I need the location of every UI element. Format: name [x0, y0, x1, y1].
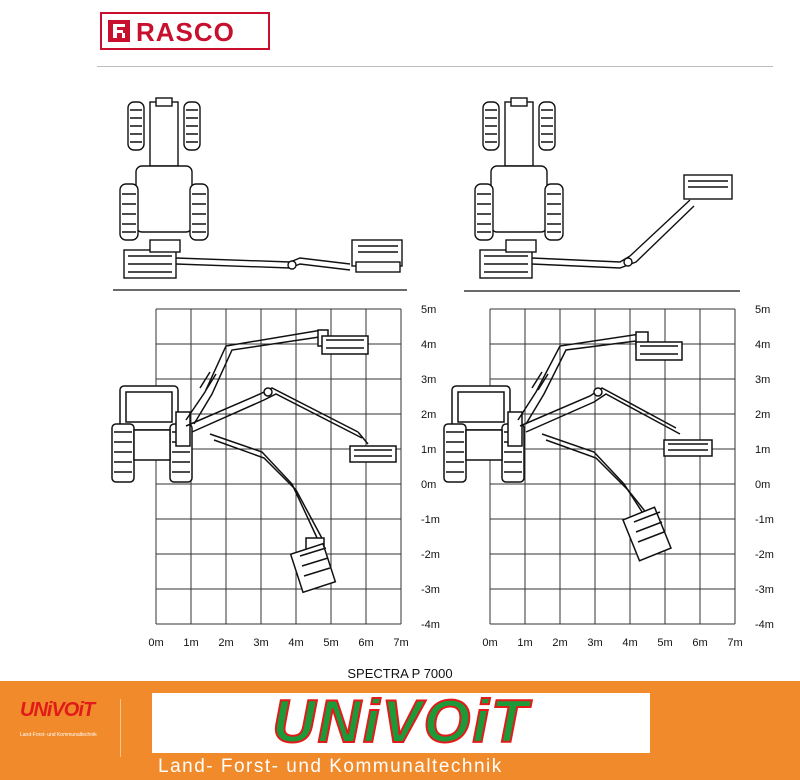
x-tick-label: 6m [692, 637, 707, 649]
y-tick-label: -2m [421, 549, 440, 561]
dealer-tagline: Land- Forst- und Kommunaltechnik [158, 756, 503, 777]
dealer-footer: UNiVOiT Land-Forst- und Kommunaltechnik … [0, 681, 800, 780]
y-tick-label: 0m [755, 479, 770, 491]
small-dealer-logo: UNiVOiT Land-Forst- und Kommunaltechnik [20, 699, 118, 757]
y-tick-label: 1m [755, 444, 770, 456]
rasco-brand-text: RASCO [136, 17, 235, 47]
x-tick-label: 4m [288, 637, 303, 649]
footer-separator [120, 699, 121, 757]
y-tick-label: -3m [755, 584, 774, 596]
side-view-left [111, 329, 397, 594]
small-logo-text: UNiVOiT [20, 699, 95, 721]
y-tick-label: 2m [421, 409, 436, 421]
dealer-brand-text: UNiVOiT [271, 687, 530, 756]
y-tick-label: -1m [421, 514, 440, 526]
y-tick-label: 3m [421, 374, 436, 386]
x-tick-label: 7m [393, 637, 408, 649]
x-tick-label: 2m [552, 637, 567, 649]
small-logo-subtitle: Land-Forst- und Kommunaltechnik [20, 732, 97, 738]
x-tick-label: 1m [183, 637, 198, 649]
x-tick-label: 5m [657, 637, 672, 649]
y-tick-label: 2m [755, 409, 770, 421]
y-tick-label: 0m [421, 479, 436, 491]
x-tick-label: 2m [218, 637, 233, 649]
reach-grid-left: 5m 4m 3m 2m 1m 0m -1m -2m -3m -4m 0m 1m 2m 3m 4m 5m 6m 7m [148, 304, 440, 649]
technical-diagram: 5m 4m 3m 2m 1m 0m -1m -2m -3m -4m 0m 1m 2m 3m 4m 5m 6m 7m… [111, 97, 774, 649]
y-tick-label: 5m [421, 304, 436, 316]
x-tick-label: 6m [358, 637, 373, 649]
x-tick-label: 7m [727, 637, 742, 649]
y-tick-label: 4m [421, 339, 436, 351]
y-tick-label: 5m [755, 304, 770, 316]
x-tick-label: 0m [148, 637, 163, 649]
reach-grid-right: 5m 4m 3m 2m 1m 0m -1m -2m -3m -4m 0m 1m 2m 3m 4m 5m 6m 7m [482, 304, 774, 649]
x-tick-label: 3m [587, 637, 602, 649]
y-tick-label: -3m [421, 584, 440, 596]
x-tick-label: 4m [622, 637, 637, 649]
x-tick-label: 1m [517, 637, 532, 649]
header-divider [97, 66, 773, 67]
y-tick-label: -4m [755, 619, 774, 631]
y-tick-label: -4m [421, 619, 440, 631]
rasco-mark-icon [108, 20, 130, 42]
side-view-right [443, 331, 713, 562]
rasco-logo: RASCO [100, 12, 270, 50]
y-tick-label: 4m [755, 339, 770, 351]
x-tick-label: 5m [323, 637, 338, 649]
x-tick-label: 3m [253, 637, 268, 649]
x-tick-label: 0m [482, 637, 497, 649]
dealer-brand-box: UNiVOiT [152, 687, 650, 756]
y-tick-label: -1m [755, 514, 774, 526]
y-tick-label: 3m [755, 374, 770, 386]
y-tick-label: -2m [755, 549, 774, 561]
model-caption: SPECTRA P 7000 [347, 666, 453, 681]
top-view-right-angled [474, 97, 733, 279]
y-tick-label: 1m [421, 444, 436, 456]
top-view-left-horizontal [119, 97, 403, 279]
